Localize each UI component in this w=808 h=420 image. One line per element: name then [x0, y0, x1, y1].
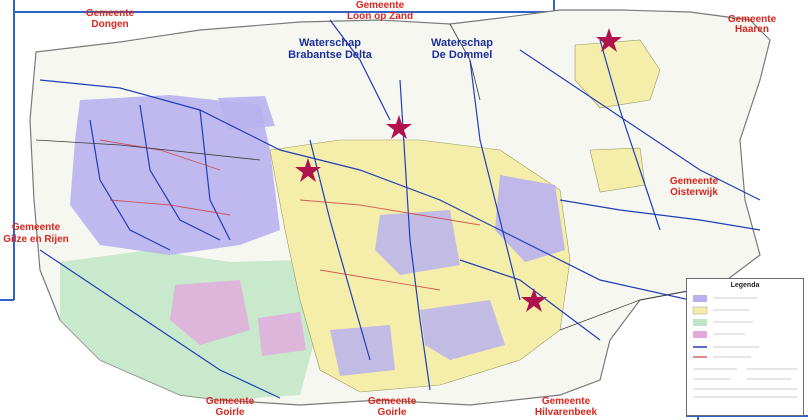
- label-goirle-center-1: Gemeente: [368, 396, 417, 407]
- label-hilvarenbeek-1: Gemeente: [542, 396, 591, 407]
- label-gilze-1: Gemeente: [12, 222, 61, 233]
- label-goirle-center-2: Goirle: [378, 407, 407, 418]
- label-brabantse-delta-2: Brabantse Delta: [288, 49, 373, 61]
- label-loon-2: Loon op Zand: [347, 11, 413, 22]
- label-loon-1: Gemeente: [356, 0, 405, 11]
- label-dongen-1: Gemeente: [86, 8, 135, 19]
- label-oisterwijk-2: Oisterwijk: [670, 187, 718, 198]
- sewer-district-east: [495, 175, 565, 262]
- urban-area-northeast: [574, 39, 661, 109]
- star-markers: [295, 28, 622, 312]
- label-dongen-2: Dongen: [91, 19, 128, 30]
- label-goirle-left-1: Gemeente: [206, 396, 255, 407]
- label-de-dommel-2: De Dommel: [432, 49, 493, 61]
- legend-title: Legenda: [730, 282, 760, 289]
- star-marker: [596, 28, 622, 52]
- label-oisterwijk-1: Gemeente: [670, 176, 719, 187]
- legend-panel: Legenda: [686, 278, 804, 416]
- sewer-district-north: [218, 96, 275, 130]
- sewer-network: [39, 19, 761, 399]
- label-de-dommel-1: Waterschap: [431, 37, 493, 49]
- label-haaren-1: Gemeente: [728, 14, 777, 25]
- legend-symbols: [692, 295, 797, 398]
- label-gilze-2: Gilze en Rijen: [3, 234, 69, 245]
- label-hilvarenbeek-2: Hilvarenbeek: [535, 407, 598, 418]
- star-marker: [386, 115, 412, 139]
- label-haaren-2: Haaren: [735, 24, 769, 35]
- label-brabantse-delta-1: Waterschap: [299, 37, 361, 49]
- star-marker: [295, 158, 321, 182]
- label-goirle-left-2: Goirle: [216, 407, 245, 418]
- star-marker: [521, 288, 547, 312]
